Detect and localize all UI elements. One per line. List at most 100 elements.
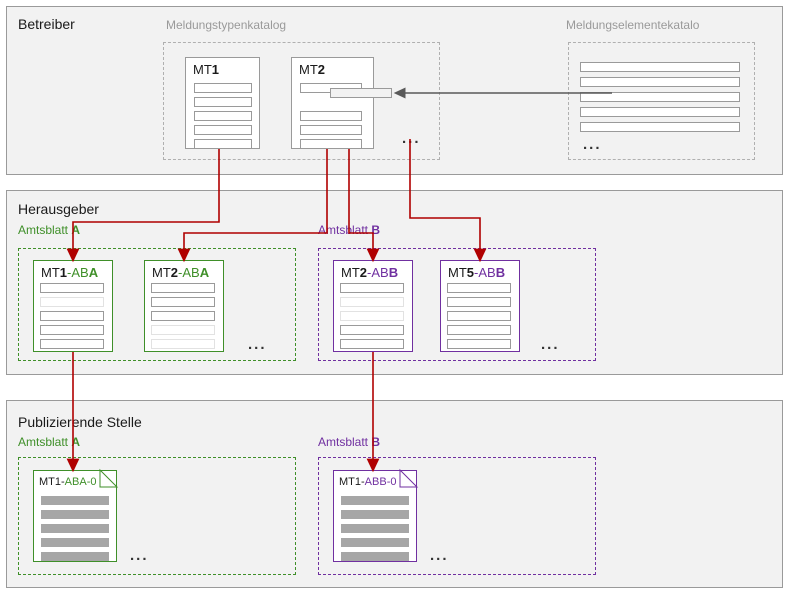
document-mt2-aba[interactable]: MT2-ABA	[144, 260, 224, 352]
panel-title-herausgeber: Herausgeber	[18, 201, 99, 217]
document-mt2-abb[interactable]: MT2-ABB	[333, 260, 413, 352]
catalog-title-meldungselementekatalog: Meldungselementekatalo	[566, 18, 700, 32]
doc-num: 1	[59, 265, 68, 280]
ellipsis-publ-b: ...	[430, 547, 449, 564]
document-row	[40, 297, 104, 307]
document-row	[340, 311, 404, 321]
catalog-element-row	[580, 92, 740, 102]
doc-label: MT1-	[339, 476, 365, 488]
ellipsis-publ-a: ...	[130, 547, 149, 564]
document-title-mt2-aba: MT2-ABA	[152, 265, 209, 280]
document-solid-row	[41, 538, 109, 547]
doc-suffix: -AB	[178, 265, 200, 280]
document-title-mt1-aba: MT1-ABA	[41, 265, 98, 280]
doc-prefix: MT	[41, 265, 60, 280]
document-title-mt2-abb: MT2-ABB	[341, 265, 398, 280]
document-mt1[interactable]: MT1	[185, 57, 260, 149]
document-row	[40, 311, 104, 321]
document-row	[340, 325, 404, 335]
document-row	[151, 283, 215, 293]
document-row	[194, 111, 252, 121]
group-label-text: Amtsblatt	[318, 435, 372, 449]
doc-num: 2	[317, 62, 326, 77]
document-row	[151, 297, 215, 307]
document-solid-row	[341, 510, 409, 519]
group-box-amtsblatt-b-publizierende	[318, 457, 596, 575]
doc-label: MT1-	[39, 476, 65, 488]
panel-title-betreiber: Betreiber	[18, 16, 75, 32]
doc-prefix: MT	[299, 62, 318, 77]
document-row	[194, 139, 252, 149]
doc-mid: ABB	[364, 476, 387, 488]
catalog-box-meldungselementekatalog	[568, 42, 755, 160]
group-label-text: Amtsblatt	[18, 223, 72, 237]
document-row	[447, 283, 511, 293]
document-solid-row	[41, 496, 109, 505]
ellipsis-herausgeber-b: ...	[541, 336, 560, 353]
doc-tail: -0	[86, 476, 97, 488]
group-label-bold: B	[371, 223, 381, 237]
catalog-element-row	[580, 122, 740, 132]
document-mt1-abb-0[interactable]: MT1-ABB-0	[333, 470, 417, 562]
group-label-amtsblatt-a-herausgeber: Amtsblatt A	[18, 223, 80, 237]
document-row	[447, 297, 511, 307]
doc-num: 1	[211, 62, 220, 77]
document-row	[151, 325, 215, 335]
doc-num: 2	[359, 265, 368, 280]
document-row	[300, 111, 362, 121]
document-row-extruded-mt2	[330, 88, 392, 98]
document-row	[447, 339, 511, 349]
document-mt1-aba[interactable]: MT1-ABA	[33, 260, 113, 352]
document-title-mt1-aba-0: MT1-ABA-0	[39, 476, 96, 488]
doc-prefix: MT	[341, 265, 360, 280]
catalog-element-row	[580, 107, 740, 117]
document-mt5-abb[interactable]: MT5-ABB	[440, 260, 520, 352]
group-label-amtsblatt-b-publizierende: Amtsblatt B	[318, 435, 380, 449]
document-row	[340, 283, 404, 293]
document-row	[300, 125, 362, 135]
group-label-bold: B	[371, 435, 381, 449]
document-title-mt2: MT2	[299, 62, 325, 77]
group-label-bold: A	[71, 435, 81, 449]
doc-num: 5	[466, 265, 475, 280]
group-box-amtsblatt-a-publizierende	[18, 457, 296, 575]
document-row	[194, 97, 252, 107]
ellipsis-herausgeber-a: ...	[248, 336, 267, 353]
document-row	[340, 339, 404, 349]
group-label-bold: A	[71, 223, 81, 237]
group-label-text: Amtsblatt	[18, 435, 72, 449]
document-solid-row	[41, 524, 109, 533]
document-mt2[interactable]: MT2	[291, 57, 374, 149]
document-row	[300, 139, 362, 149]
document-row	[40, 339, 104, 349]
doc-suffix-bold: A	[88, 265, 99, 280]
doc-suffix-bold: B	[495, 265, 506, 280]
ellipsis-typenkatalog: ...	[402, 130, 421, 147]
doc-suffix: -AB	[67, 265, 89, 280]
document-row	[151, 339, 215, 349]
document-row	[40, 283, 104, 293]
doc-suffix-bold: B	[388, 265, 399, 280]
document-row	[447, 311, 511, 321]
document-solid-row	[41, 510, 109, 519]
doc-tail: -0	[386, 476, 397, 488]
document-solid-row	[341, 538, 409, 547]
document-row	[447, 325, 511, 335]
document-row	[194, 83, 252, 93]
document-row	[151, 311, 215, 321]
catalog-element-row	[580, 77, 740, 87]
ellipsis-elementekatalog: ...	[583, 136, 602, 153]
group-label-text: Amtsblatt	[318, 223, 372, 237]
document-row	[194, 125, 252, 135]
document-row	[340, 297, 404, 307]
doc-prefix: MT	[152, 265, 171, 280]
document-mt1-aba-0[interactable]: MT1-ABA-0	[33, 470, 117, 562]
catalog-element-row	[580, 62, 740, 72]
doc-prefix: MT	[193, 62, 212, 77]
doc-suffix: -AB	[474, 265, 496, 280]
panel-title-publizierende-stelle: Publizierende Stelle	[18, 414, 142, 430]
doc-suffix-bold: A	[199, 265, 210, 280]
group-label-amtsblatt-a-publizierende: Amtsblatt A	[18, 435, 80, 449]
doc-num: 2	[170, 265, 179, 280]
